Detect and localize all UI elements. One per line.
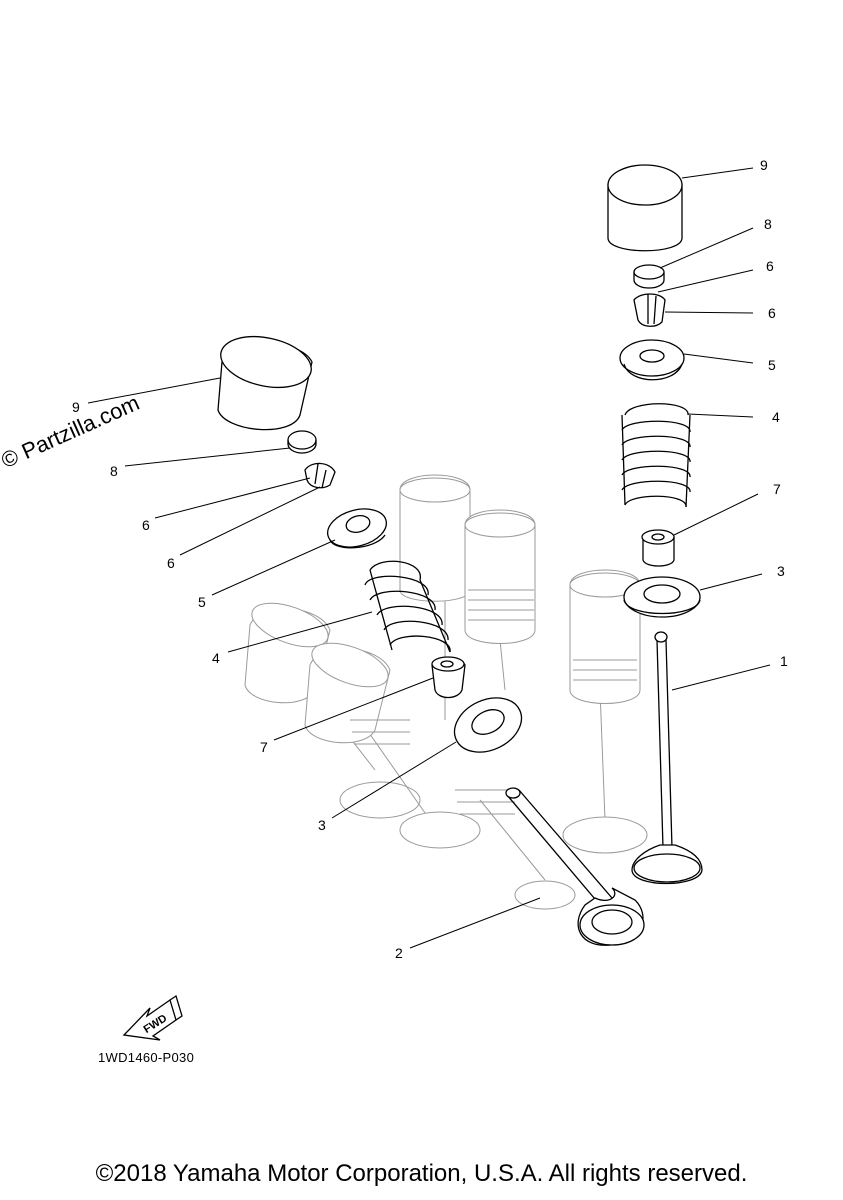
part-cotter-left xyxy=(304,462,336,489)
part-seal-right xyxy=(641,529,675,567)
callout-retainer-left: 5 xyxy=(198,594,206,610)
callout-lifter-left: 9 xyxy=(72,399,80,415)
part-lifter-left xyxy=(217,336,313,431)
part-seat-left xyxy=(453,697,523,753)
ghost-assembly-lower xyxy=(455,789,576,910)
callout-lifter-right: 9 xyxy=(760,157,768,173)
part-spring-right xyxy=(621,403,691,508)
callout-pad-left: 8 xyxy=(110,463,118,479)
leader-lines xyxy=(87,167,771,949)
ghost-assembly-center-right xyxy=(464,509,536,691)
callout-seal-right: 7 xyxy=(773,481,781,497)
callout-retainer-right: 5 xyxy=(768,357,776,373)
part-pad-right xyxy=(633,264,665,289)
part-pad-left xyxy=(287,430,317,454)
part-retainer-right xyxy=(619,339,685,381)
part-retainer-left xyxy=(327,508,387,549)
callout-cotter-left-a: 6 xyxy=(142,517,150,533)
callout-cotter-left-b: 6 xyxy=(167,555,175,571)
part-lifter-right xyxy=(607,164,683,252)
part-intake-valve xyxy=(631,631,703,885)
part-seat-right xyxy=(623,576,701,618)
callout-spring-left: 4 xyxy=(212,650,220,666)
callout-seat-right: 3 xyxy=(777,563,785,579)
callout-exhaust-valve: 2 xyxy=(395,945,403,961)
copyright-notice: ©2018 Yamaha Motor Corporation, U.S.A. A… xyxy=(95,1160,748,1187)
callout-cotter-right-a: 6 xyxy=(766,258,774,274)
ghost-assembly-right xyxy=(562,569,648,854)
callout-labels: 9 8 6 6 5 4 7 3 2 9 8 6 6 5 4 7 3 1 xyxy=(72,157,788,961)
callout-spring-right: 4 xyxy=(772,409,780,425)
part-cotter-right xyxy=(633,293,666,327)
part-spring-left xyxy=(364,560,451,653)
diagram-code: 1WD1460-P030 xyxy=(98,1050,195,1065)
callout-seal-left: 7 xyxy=(260,739,268,755)
callout-seat-left: 3 xyxy=(318,817,326,833)
callout-pad-right: 8 xyxy=(764,216,772,232)
forward-arrow-icon: FWD xyxy=(122,994,183,1041)
part-seal-left xyxy=(431,656,466,699)
part-exhaust-valve xyxy=(505,787,645,946)
callout-intake-valve: 1 xyxy=(780,653,788,669)
callout-cotter-right-b: 6 xyxy=(768,305,776,321)
